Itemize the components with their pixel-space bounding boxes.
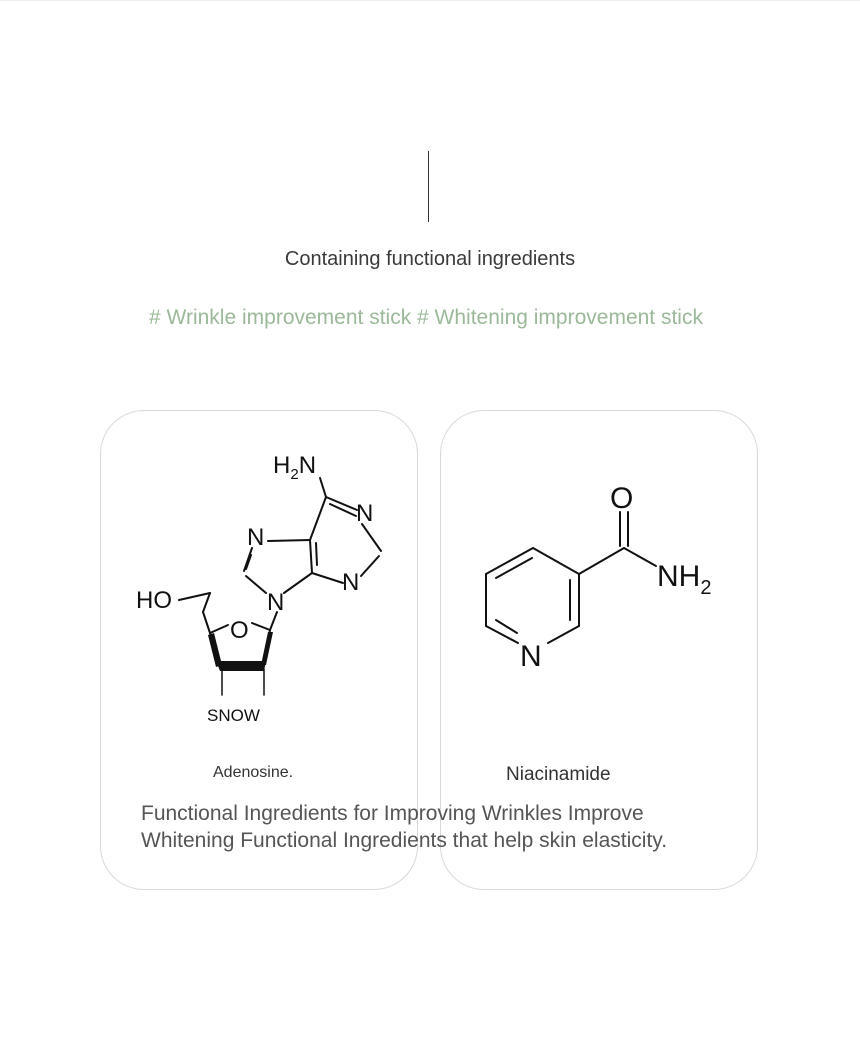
- hashtag-line: # Wrinkle improvement stick # Whitening …: [149, 306, 703, 329]
- snow-watermark: SNOW: [207, 706, 260, 725]
- n1-label: N: [356, 500, 373, 527]
- top-divider: [0, 0, 860, 1]
- niacinamide-caption: Niacinamide: [506, 764, 611, 785]
- n3-label: N: [342, 569, 359, 596]
- n7-label: N: [247, 524, 264, 551]
- hydroxyl-label: HO: [136, 587, 172, 614]
- ingredient-card-adenosine: [100, 410, 418, 890]
- vertical-accent-line: [428, 151, 429, 222]
- ring-nitrogen-label: N: [520, 640, 542, 673]
- amide-label: NH2: [657, 560, 711, 599]
- carbonyl-oxygen-label: O: [610, 482, 633, 515]
- ingredient-card-niacinamide: [440, 410, 758, 890]
- ring-oxygen-label: O: [230, 617, 249, 644]
- n9-label: N: [267, 589, 284, 616]
- section-headline: Containing functional ingredients: [284, 248, 576, 270]
- niacinamide-structure-diagram: N O NH2: [485, 482, 711, 673]
- amine-label: H2N: [273, 452, 316, 483]
- adenosine-caption: Adenosine.: [213, 764, 294, 781]
- adenosine-structure-diagram: H2N N N N N HO O SNOW: [136, 452, 382, 725]
- ingredient-description: Functional Ingredients for Improving Wri…: [141, 802, 668, 852]
